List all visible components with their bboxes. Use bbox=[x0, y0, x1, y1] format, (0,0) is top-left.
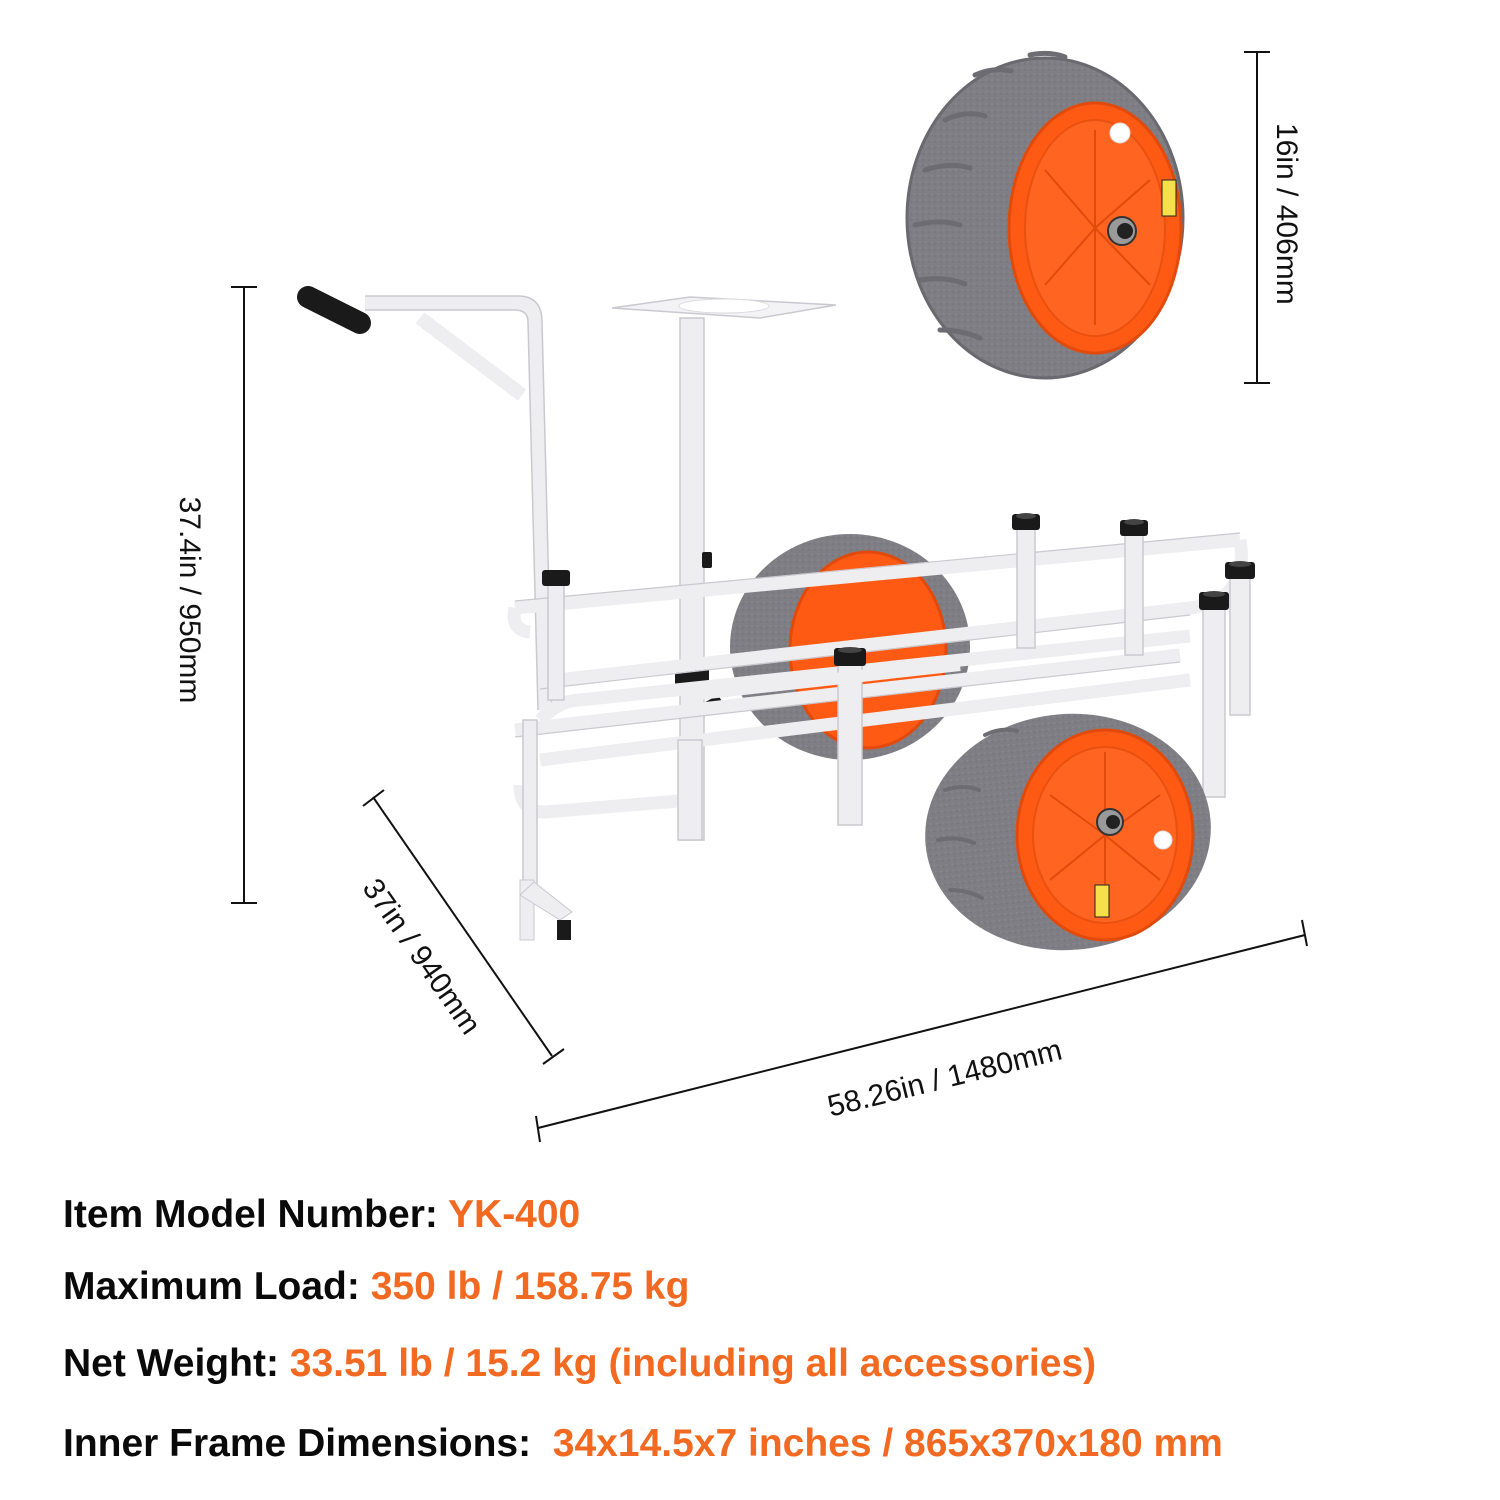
spec-maximum-load: Maximum Load: 350 lb / 158.75 kg bbox=[63, 1265, 689, 1309]
wheel-diameter-label: 16in / 406mm bbox=[1270, 123, 1303, 305]
spec-net-weight: Net Weight: 33.51 lb / 15.2 kg (includin… bbox=[63, 1342, 1096, 1386]
spec-value: 33.51 lb / 15.2 kg (including all access… bbox=[289, 1342, 1097, 1385]
spec-value: YK-400 bbox=[448, 1193, 581, 1236]
spec-value: 34x14.5x7 inches / 865x370x180 mm bbox=[541, 1422, 1223, 1465]
dimension-lines bbox=[231, 51, 1308, 1143]
overall-height-label: 37.4in / 950mm bbox=[173, 496, 206, 704]
spec-inner-frame-dimensions: Inner Frame Dimensions: 34x14.5x7 inches… bbox=[63, 1422, 1223, 1466]
spec-value: 350 lb / 158.75 kg bbox=[370, 1265, 690, 1308]
front-wheel bbox=[925, 713, 1211, 951]
wheel-detail bbox=[905, 50, 1185, 380]
cart bbox=[297, 286, 1255, 951]
spec-label: Inner Frame Dimensions: bbox=[63, 1422, 532, 1465]
spec-label: Item Model Number: bbox=[63, 1193, 438, 1236]
spec-label: Maximum Load: bbox=[63, 1265, 360, 1308]
spec-model-number: Item Model Number: YK-400 bbox=[63, 1193, 580, 1237]
spec-label: Net Weight: bbox=[63, 1342, 279, 1385]
